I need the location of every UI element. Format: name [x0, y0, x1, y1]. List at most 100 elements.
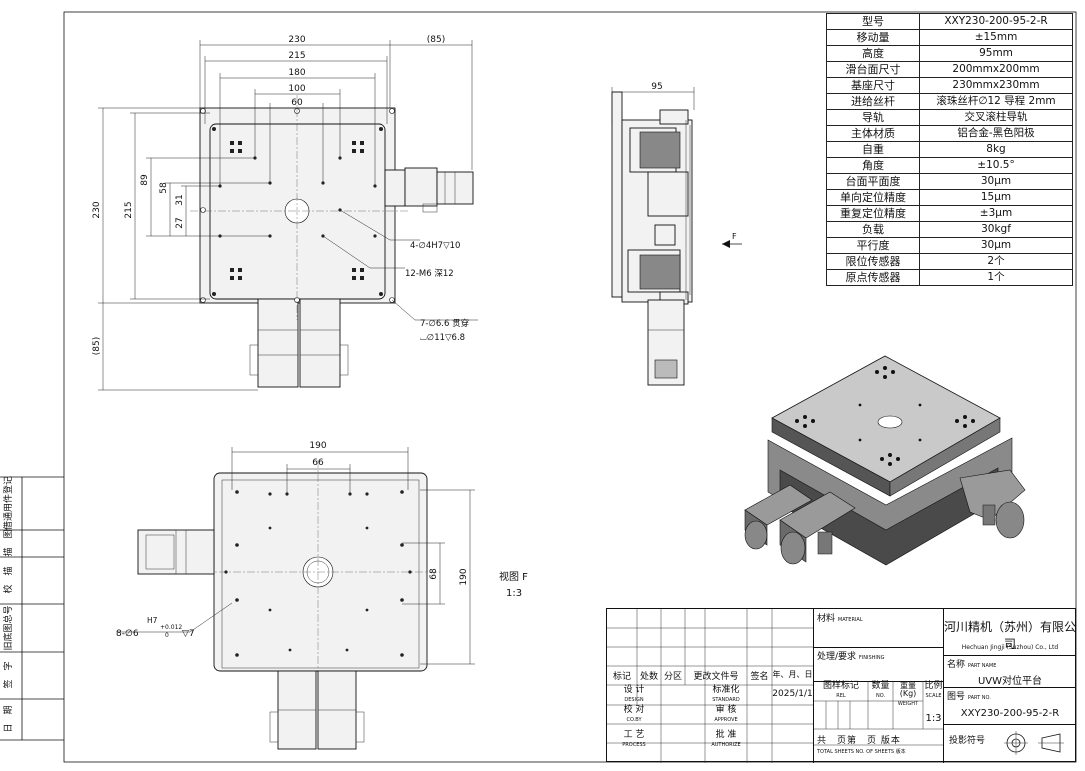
- front-right-motor: [404, 167, 438, 207]
- spec-value: ±15mm: [919, 29, 1073, 46]
- spec-label: 主体材质: [826, 125, 920, 142]
- dim-180-top: 180: [288, 68, 305, 78]
- note-thru: 7-∅6.6 贯穿: [420, 318, 469, 329]
- dim-215-left: 215: [124, 201, 134, 218]
- projection-label: 投影符号: [949, 736, 986, 746]
- front-bottom-motor-right: [299, 298, 341, 388]
- spec-row: 角度±10.5°: [826, 157, 1073, 174]
- scale-value: 1:3: [925, 713, 942, 724]
- side-top-plate: [611, 91, 623, 298]
- view-scale: 1:3: [506, 588, 522, 599]
- iso-motors: [744, 469, 1026, 565]
- spec-label: 台面平面度: [826, 173, 920, 190]
- view-label: 视图 F: [499, 570, 528, 583]
- spec-value: 30μm: [919, 173, 1073, 190]
- bottom-view: 190 66 68 190 8-∅6 H7 +0.012 0 ▽7 视图 F 1…: [116, 441, 528, 750]
- front-bottom-motor-left: [257, 298, 299, 388]
- spec-value: 2个: [919, 253, 1073, 270]
- dim-58-left: 58: [159, 182, 169, 194]
- dim-89-left: 89: [140, 174, 150, 186]
- part-name-label: 名称 PART NAME: [947, 660, 997, 670]
- spec-row: 移动量±15mm: [826, 29, 1073, 46]
- dim-190-bottom: 190: [309, 441, 326, 451]
- spec-value: 1个: [919, 269, 1073, 286]
- spec-label: 限位传感器: [826, 253, 920, 270]
- spec-label: 自重: [826, 141, 920, 158]
- note-h7-depth: ▽7: [182, 629, 195, 639]
- spec-value: 铝合金-黑色阳极: [919, 125, 1073, 142]
- strip-label-6: 日 期: [3, 705, 14, 732]
- spec-label: 移动量: [826, 29, 920, 46]
- dim-215-top: 215: [288, 51, 305, 61]
- strip-label-1: 借通用件登记: [2, 476, 14, 530]
- note-h7-prefix: 8-∅6: [116, 629, 139, 639]
- spec-value: 30μm: [919, 237, 1073, 254]
- spec-label: 负载: [826, 221, 920, 238]
- dim-66-bottom: 66: [312, 458, 324, 468]
- spec-value: 滚珠丝杆∅12 导程 2mm: [919, 93, 1073, 110]
- spec-value: 交叉滚柱导轨: [919, 109, 1073, 126]
- material-label: 材料 MATERIAL: [817, 614, 863, 624]
- strip-label-2: 描 图: [2, 529, 14, 556]
- dim-85-left: (85): [92, 337, 102, 355]
- drawing-no: XXY230-200-95-2-R: [960, 708, 1060, 719]
- spec-row: 进给丝杆滚珠丝杆∅12 导程 2mm: [826, 93, 1073, 110]
- part-name: UVW对位平台: [977, 676, 1043, 687]
- spec-label: 进给丝杆: [826, 93, 920, 110]
- rev-header-2: 处数: [639, 672, 658, 682]
- side-motor: [647, 299, 685, 386]
- projection-symbol: [1004, 731, 1064, 755]
- spec-label: 单向定位精度: [826, 189, 920, 206]
- spec-row: 主体材质铝合金-黑色阳极: [826, 125, 1073, 142]
- dim-100-top: 100: [288, 84, 305, 94]
- note-counterbore: ⌴∅11▽6.8: [420, 333, 465, 343]
- side-view: 95 F: [611, 82, 742, 386]
- dim-230-left: 230: [92, 201, 102, 218]
- rev-header-5: 签名: [750, 672, 769, 682]
- note-4h7: 4-∅4H7▽10: [410, 241, 460, 251]
- dim-230-top: 230: [288, 35, 305, 45]
- spec-label: 平行度: [826, 237, 920, 254]
- spec-row: 重复定位精度±3μm: [826, 205, 1073, 222]
- spec-value: 230mmx230mm: [919, 77, 1073, 94]
- spec-value: 200mmx200mm: [919, 61, 1073, 78]
- spec-value: 95mm: [919, 45, 1073, 62]
- strip-label-5: 签 字: [2, 661, 14, 688]
- sheets-label: 共 页第 页 版本: [817, 736, 901, 746]
- rev-header-3: 分区: [663, 672, 682, 682]
- dim-31-left: 31: [175, 194, 185, 205]
- dim-27-left: 27: [175, 217, 185, 228]
- spec-row: 导轨交叉滚柱导轨: [826, 109, 1073, 126]
- dim-95-side: 95: [651, 82, 662, 92]
- spec-value: ±3μm: [919, 205, 1073, 222]
- spec-label: 型号: [826, 13, 920, 30]
- dim-85-top: (85): [427, 35, 445, 45]
- spec-label: 导轨: [826, 109, 920, 126]
- spec-label: 基座尺寸: [826, 77, 920, 94]
- spec-value: 15μm: [919, 189, 1073, 206]
- drawing-no-label: 图号 PART NO.: [947, 692, 991, 702]
- spec-value: 8kg: [919, 141, 1073, 158]
- rev-header-1: 标记: [612, 672, 631, 682]
- spec-value: 30kgf: [919, 221, 1073, 238]
- strip-label-3: 校 描: [2, 566, 14, 593]
- rev-header-6: 年、月、日: [772, 670, 813, 679]
